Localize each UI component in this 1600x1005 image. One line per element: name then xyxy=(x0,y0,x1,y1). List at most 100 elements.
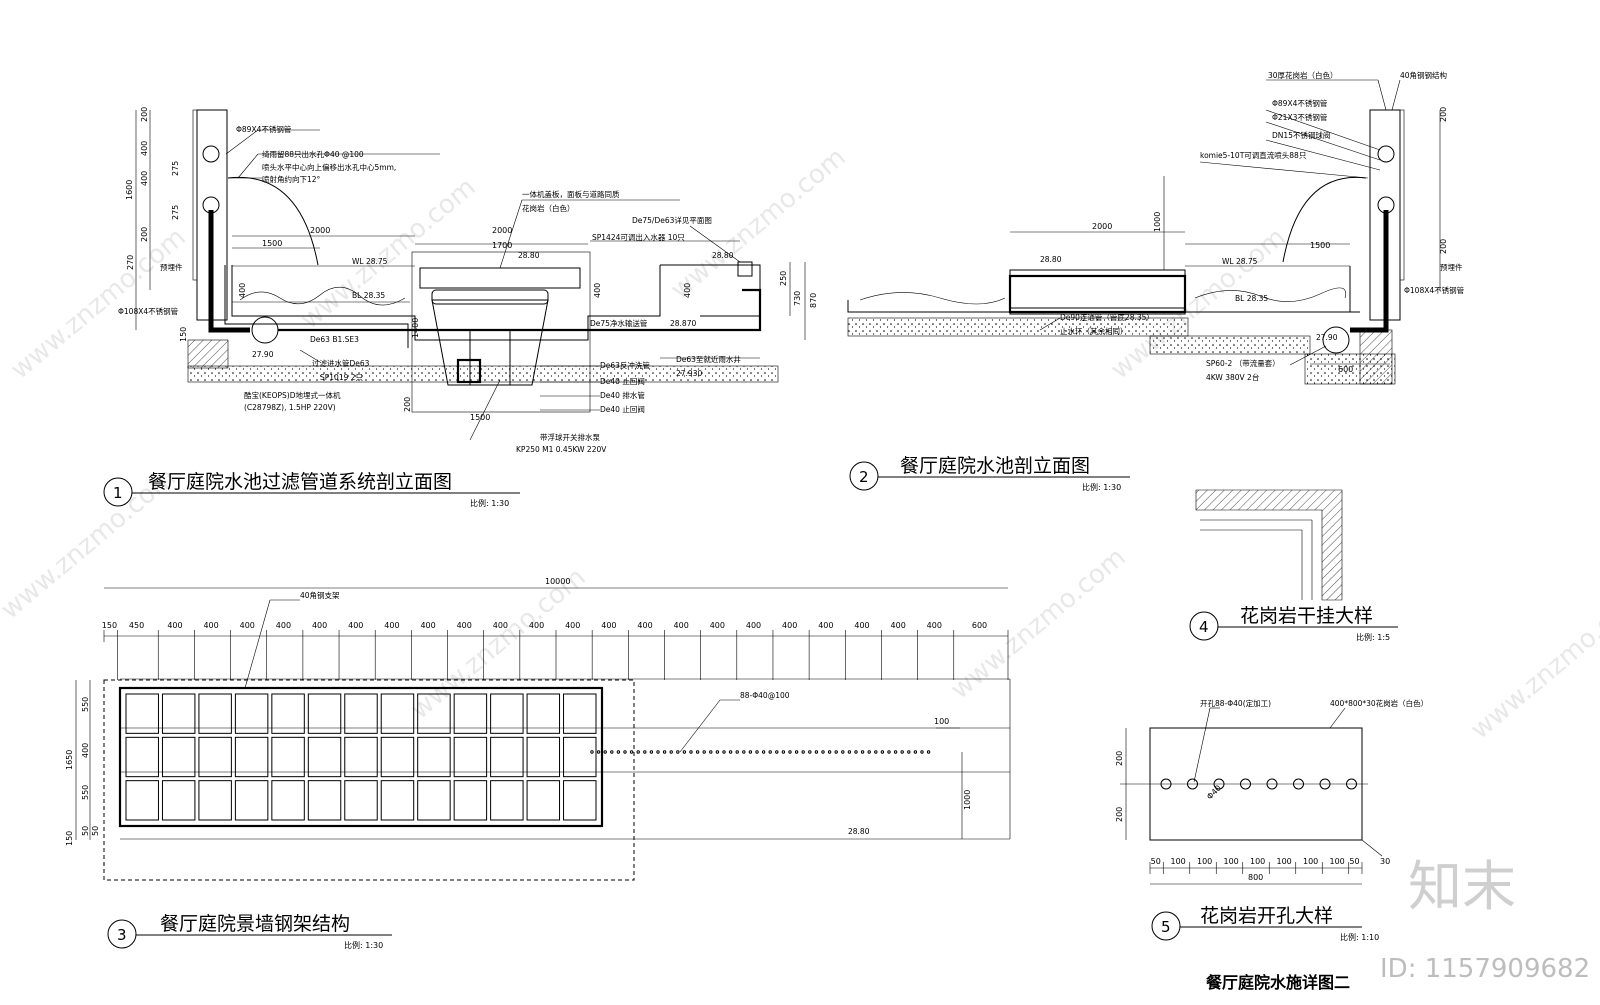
dim-200c: 200 xyxy=(403,397,412,412)
grid-cell xyxy=(161,736,196,778)
nozzle-hole xyxy=(748,750,753,754)
label-sp1424: SP1424可调出入水器 10只 xyxy=(592,232,685,242)
nozzle-hole xyxy=(761,750,766,754)
dim-module-label: 400 xyxy=(493,621,508,630)
grid-cell xyxy=(198,780,232,821)
label-wl: WL 28.75 xyxy=(1222,257,1258,266)
drawing-title: 餐厅庭院景墙钢架结构 xyxy=(160,913,350,935)
dim-870: 870 xyxy=(809,293,818,308)
label-dn15: DN15不锈钢球阀 xyxy=(1272,130,1330,140)
dim-module-label: 400 xyxy=(457,621,472,630)
drawing-number: 5 xyxy=(1161,918,1171,936)
filter-tank xyxy=(431,299,549,386)
grid-cell xyxy=(344,780,378,821)
dim-hole-spacing: 100 xyxy=(1224,857,1239,866)
drawing-scale: 比例: 1:30 xyxy=(1082,482,1121,492)
dim-module-label: 150 xyxy=(102,621,117,630)
dim-1000: 1000 xyxy=(1153,212,1162,232)
dim-hole-spacing: 100 xyxy=(1197,857,1212,866)
dim-module-label: 400 xyxy=(854,621,869,630)
grid-cell xyxy=(234,693,269,734)
drawing-number-circle xyxy=(107,919,137,949)
nozzle-hole xyxy=(682,750,687,754)
label-level-2880b: 28.80 xyxy=(712,251,734,260)
drawing-4-granite-hanging: 4 花岗岩干挂大样 比例: 1:5 xyxy=(1189,489,1398,642)
nozzle-hole xyxy=(603,750,607,754)
nozzle-hole xyxy=(794,750,799,754)
grid-cell xyxy=(271,693,305,734)
sheet-title: 餐厅庭院水施详图二 xyxy=(1205,973,1350,992)
label-granite30: 30厚花岗岩（白色） xyxy=(1268,70,1338,80)
dim-150: 150 xyxy=(179,327,188,342)
dim-module-label: 400 xyxy=(818,621,833,630)
grid-cell xyxy=(453,780,488,821)
label-level-28870: 28.870 xyxy=(670,319,696,328)
nozzle-hole xyxy=(808,750,812,754)
label-de40-check: De40 止回阀 xyxy=(600,376,645,386)
label-sp1019: SP1019 2只 xyxy=(320,373,364,382)
label-nozzle-offset: 喷头水平中心向上偏移出水孔中心5mm, xyxy=(262,162,396,172)
label-pump: 带浮球开关排水泵 xyxy=(540,432,600,442)
label-holes: 88-Φ40@100 xyxy=(740,691,790,700)
nozzle-hole xyxy=(623,750,627,754)
pool-wall xyxy=(224,265,409,348)
granite-hole xyxy=(1213,778,1225,790)
dim-200b: 200 xyxy=(1439,239,1448,254)
dim-600: 600 xyxy=(1338,365,1353,374)
dim-1650: 1650 xyxy=(65,750,74,770)
drawing-2-pool-section: 30厚花岗岩（白色） 40角钢钢结构 Φ89X4不锈钢管 Φ21X3不锈钢管 D… xyxy=(847,70,1465,492)
grid-cell xyxy=(490,736,524,778)
grid-cell xyxy=(271,736,305,778)
label-wl: WL 28.75 xyxy=(352,257,388,266)
nozzle-hole xyxy=(926,750,931,754)
nozzle-hole xyxy=(913,750,918,754)
pipe-89 xyxy=(202,145,220,163)
dim-400: 400 xyxy=(140,141,149,156)
dim-module-label: 400 xyxy=(674,621,689,630)
dim-module-label: 400 xyxy=(782,621,797,630)
nozzle-hole xyxy=(676,750,680,754)
dim-400e: 400 xyxy=(683,283,692,298)
drawing-number-circle xyxy=(103,477,133,507)
dim-200: 200 xyxy=(140,107,149,122)
drawing-number: 1 xyxy=(113,484,123,502)
dim-2000: 2000 xyxy=(1092,222,1112,231)
dim-50: 50 xyxy=(81,826,90,836)
granite-hole xyxy=(1187,778,1198,790)
dim-400: 400 xyxy=(81,743,90,758)
grid-cell xyxy=(234,736,269,778)
grid-cell xyxy=(526,736,561,778)
grid-cell xyxy=(563,693,597,734)
drawing-number-circle xyxy=(849,461,879,491)
dim-module-label: 400 xyxy=(746,621,761,630)
dim-200b: 200 xyxy=(140,227,149,242)
inlet-fitting xyxy=(737,261,753,277)
dim-730: 730 xyxy=(793,291,802,306)
nozzle-hole xyxy=(610,750,614,754)
dim-800: 800 xyxy=(1248,873,1263,882)
label-stopring: 止水环（其余相同） xyxy=(1060,326,1128,336)
label-nozzle: 绮雨留88只出水孔Φ40 @100 xyxy=(262,149,364,159)
stone-corner xyxy=(1195,489,1343,601)
grid-cell xyxy=(344,736,378,778)
dim-200: 200 xyxy=(1115,751,1124,766)
grid-cell xyxy=(307,780,342,821)
drawing-scale: 比例: 1:5 xyxy=(1356,632,1390,642)
drawing-title: 餐厅庭院水池过滤管道系统剖立面图 xyxy=(148,471,452,493)
nozzle-hole xyxy=(801,750,805,754)
label-sp60: SP60-2 （带流量套） xyxy=(1206,358,1280,368)
dim-1600: 1600 xyxy=(125,180,134,200)
grid-cell xyxy=(563,780,597,821)
label-holes: 开孔88-Φ40(定加工) xyxy=(1200,698,1271,708)
label-cover: 一体机盖板，面板与道路同质 xyxy=(522,189,620,199)
dim-module-label: 400 xyxy=(529,621,544,630)
nozzle-hole xyxy=(616,750,621,754)
stone-bed xyxy=(239,286,406,306)
dim-400c: 400 xyxy=(238,283,247,298)
label-level-2790: 27.90 xyxy=(1316,333,1338,342)
nozzle-hole xyxy=(788,750,792,754)
nozzle-hole xyxy=(702,750,706,754)
nozzle-hole xyxy=(920,750,924,754)
dim-1500b: 1500 xyxy=(470,413,490,422)
label-sp60-spec: 4KW 380V 2台 xyxy=(1206,372,1259,382)
